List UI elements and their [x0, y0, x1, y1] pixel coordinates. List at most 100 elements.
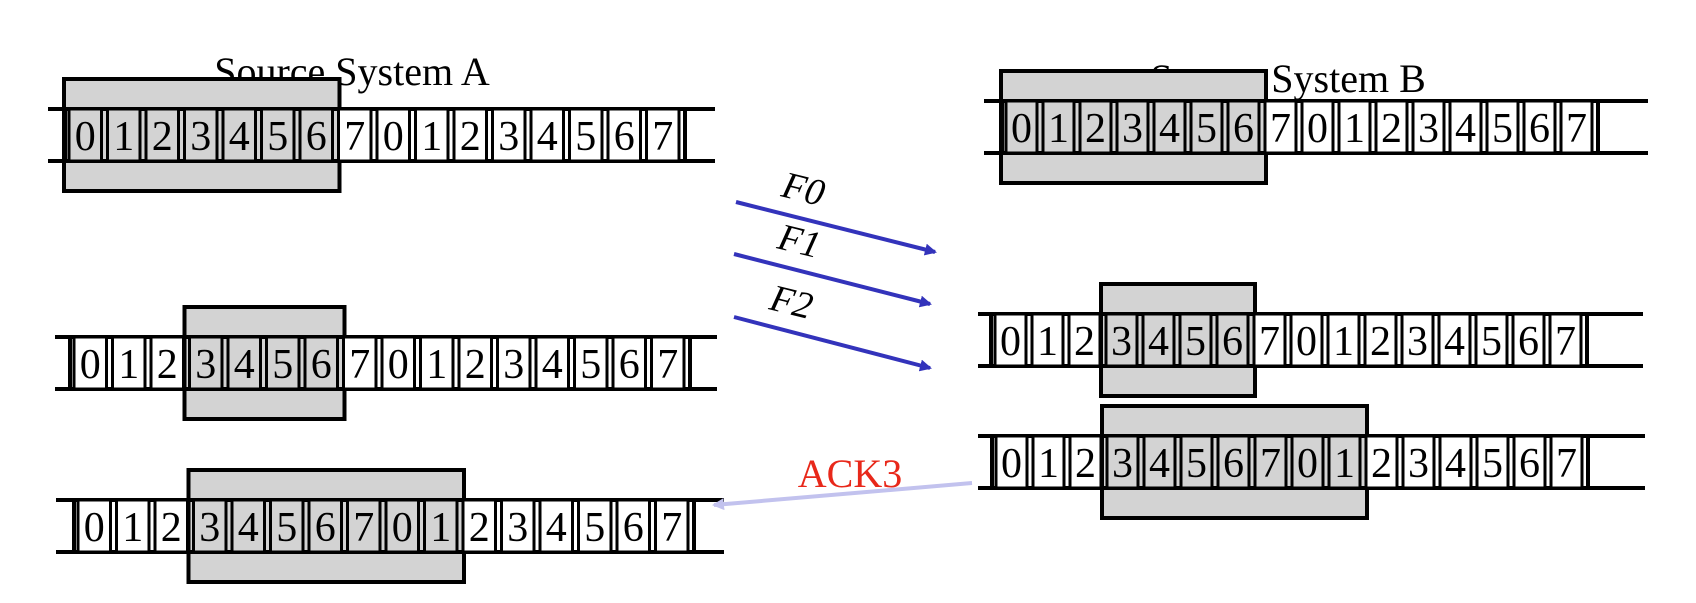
seq-cell: [1004, 99, 1039, 155]
seq-number: 0: [1297, 441, 1318, 487]
seq-cell: [615, 498, 651, 554]
seq-number: 3: [1112, 441, 1133, 487]
seq-cell: [1215, 312, 1250, 368]
seq-number: 4: [1149, 441, 1170, 487]
seq-cell: [1030, 312, 1065, 368]
seq-cell: [1548, 312, 1583, 368]
seq-number: 7: [1555, 319, 1576, 365]
seq-number: 2: [1370, 319, 1391, 365]
seq-cell: [106, 107, 142, 163]
seq-cell: [452, 107, 488, 163]
seq-number: 6: [619, 342, 640, 388]
seq-cell: [529, 107, 565, 163]
seq-cell: [298, 107, 334, 163]
seq-cell: [153, 498, 189, 554]
seq-number: 5: [1185, 319, 1206, 365]
seq-number: 5: [580, 342, 601, 388]
seq-cell: [1401, 434, 1436, 490]
seq-number: 0: [392, 505, 413, 551]
seq-number: 6: [614, 114, 635, 160]
seq-cell: [1216, 434, 1251, 490]
seq-cell: [1189, 99, 1224, 155]
ack-label: ACK3: [798, 451, 902, 496]
seq-cell: [993, 312, 1028, 368]
seq-cell: [67, 107, 103, 163]
frame-arrow-f0: F0: [735, 164, 937, 256]
frame-label-f0: F0: [777, 164, 829, 215]
frame-arrow-f1: F1: [733, 216, 932, 308]
seq-cell: [1549, 434, 1584, 490]
seq-number: 3: [1408, 441, 1429, 487]
seq-number: 3: [1407, 319, 1428, 365]
seq-cell: [230, 498, 266, 554]
seq-cell: [1253, 434, 1288, 490]
seq-number: 0: [388, 342, 409, 388]
seq-cell: [1031, 434, 1066, 490]
seq-cell: [461, 498, 497, 554]
seq-cell: [1178, 312, 1213, 368]
seq-number: 0: [383, 114, 404, 160]
ack-arrow: ACK3: [712, 451, 973, 511]
seq-cell: [115, 498, 151, 554]
frame-label-f2: F2: [765, 277, 817, 328]
seq-number: 5: [584, 505, 605, 551]
seq-number: 4: [1455, 106, 1476, 152]
seq-cell: [568, 107, 604, 163]
seq-cell: [1437, 312, 1472, 368]
seq-cell: [375, 107, 411, 163]
seq-cell: [606, 107, 642, 163]
frame-label-f1: F1: [773, 216, 825, 267]
seq-number: 1: [1333, 319, 1354, 365]
seq-cell: [1438, 434, 1473, 490]
seq-number: 3: [503, 342, 524, 388]
seq-cell: [1337, 99, 1372, 155]
seq-number: 2: [1085, 106, 1106, 152]
seq-cell: [1142, 434, 1177, 490]
seq-cell: [1179, 434, 1214, 490]
seq-number: 7: [349, 342, 370, 388]
seq-cell: [1152, 99, 1187, 155]
seq-cell: [1327, 434, 1362, 490]
seq-cell: [380, 335, 416, 391]
seq-cell: [1104, 312, 1139, 368]
seq-cell: [346, 498, 382, 554]
seq-number: 1: [122, 505, 143, 551]
seq-number: 4: [1444, 319, 1465, 365]
seq-cell: [1263, 99, 1298, 155]
seq-cell: [611, 335, 647, 391]
seq-number: 6: [1518, 319, 1539, 365]
seq-number: 6: [1529, 106, 1550, 152]
seq-number: 3: [195, 342, 216, 388]
seq-cell: [384, 498, 420, 554]
seq-cell: [414, 107, 450, 163]
seq-cell: [72, 335, 108, 391]
seq-number: 4: [238, 505, 259, 551]
seq-cell: [1559, 99, 1594, 155]
seq-number: 7: [1556, 441, 1577, 487]
seq-number: 4: [229, 114, 250, 160]
seq-number: 4: [537, 114, 558, 160]
seq-number: 7: [1259, 319, 1280, 365]
seq-cell: [337, 107, 373, 163]
seq-number: 7: [1260, 441, 1281, 487]
seq-number: 5: [1481, 319, 1502, 365]
seq-cell: [149, 335, 185, 391]
seq-number: 7: [344, 114, 365, 160]
seq-number: 6: [1519, 441, 1540, 487]
seq-number: 1: [430, 505, 451, 551]
seq-number: 0: [1296, 319, 1317, 365]
seq-number: 2: [152, 114, 173, 160]
seq-number: 5: [1492, 106, 1513, 152]
seq-number: 6: [1233, 106, 1254, 152]
seq-number: 0: [84, 505, 105, 551]
seq-number: 1: [118, 342, 139, 388]
seq-number: 0: [1011, 106, 1032, 152]
seq-cell: [1105, 434, 1140, 490]
seq-number: 3: [1122, 106, 1143, 152]
seq-cell: [260, 107, 296, 163]
seq-number: 0: [80, 342, 101, 388]
